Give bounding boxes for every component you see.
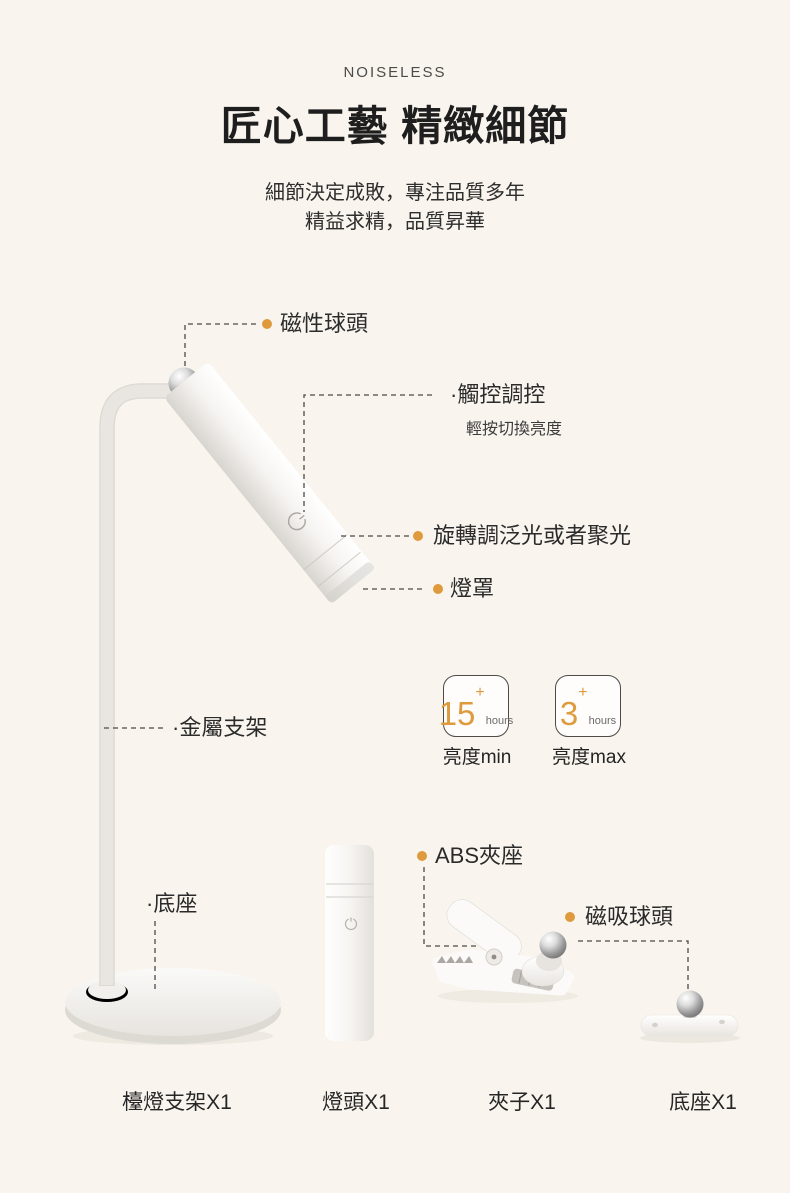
annotation-bracket: ·金屬支架 [172, 717, 267, 739]
plate-hole-left [652, 1022, 658, 1028]
annotation-base: ·底座 [146, 893, 197, 915]
page-title: 匠心工藝 精緻細節 [220, 103, 570, 149]
clip-product [432, 899, 578, 1003]
pole-boss-top [88, 981, 126, 999]
part-caption-clip: 夾子X1 [488, 1091, 556, 1114]
tube-seam-2 [318, 551, 361, 587]
clip-chrome-ball [539, 931, 567, 959]
lamp-head [166, 364, 374, 603]
line-touch [303, 394, 432, 512]
badge-hours-max: 3 + hours [555, 675, 621, 737]
bullet-dot-icon [565, 912, 575, 922]
base-top [65, 968, 281, 1036]
annotation-rotate-label: 旋轉調泛光或者聚光 [433, 523, 632, 548]
annotation-magnet-ball: 磁吸球頭 [565, 906, 673, 928]
annotation-bracket-label: ·金屬支架 [172, 715, 268, 740]
plate-hole-right [719, 1019, 725, 1025]
annotation-ball-head: 磁性球頭 [262, 313, 368, 335]
annotation-shade: 燈罩 [433, 578, 494, 600]
bullet-dot-icon [433, 584, 443, 594]
clip-pivot-screw [491, 954, 497, 960]
badge-max-plus: + [578, 684, 588, 701]
tube-seam-1 [303, 534, 348, 571]
badge-min-plus: + [475, 684, 485, 701]
lamp-head-body [325, 845, 374, 1041]
lamp-head-power-icon [344, 917, 358, 931]
part-caption-base: 底座X1 [669, 1091, 737, 1114]
bullet-dot-icon [262, 319, 272, 329]
annotation-clip-seat-label: ABS夾座 [435, 843, 524, 868]
annotation-touch: ·觸控調控 [450, 384, 545, 406]
annotation-magnet-ball-label: 磁吸球頭 [585, 904, 674, 929]
badge-max-caption: 亮度max [552, 747, 626, 768]
lamp-tube [166, 364, 374, 602]
lamp-head-product [325, 845, 374, 1041]
subtitle-line1: 細節決定成敗，專注品質多年 [265, 182, 525, 204]
badge-hours-min: 15 + hours [439, 675, 513, 737]
annotation-touch-sub: 輕按切換亮度 [466, 415, 562, 439]
badge-max-value: 3 [559, 694, 579, 732]
annotation-ball-head-label: 磁性球頭 [280, 311, 369, 336]
annotation-touch-sub-label: 輕按切換亮度 [466, 421, 563, 438]
line-ball-head [184, 323, 256, 366]
pole [100, 384, 180, 985]
annotation-lines [104, 323, 689, 989]
tube-endcap [326, 562, 374, 603]
line-magnet-ball [578, 940, 689, 989]
bullet-dot-icon [417, 851, 427, 861]
part-caption-stand: 檯燈支架X1 [122, 1091, 232, 1114]
lamp-stand [65, 383, 281, 1045]
magnetic-base-product [640, 990, 740, 1043]
badge-min-value: 15 [438, 694, 476, 732]
annotation-touch-label: ·觸控調控 [450, 382, 546, 407]
part-caption-lamp-head: 燈頭X1 [322, 1091, 390, 1114]
annotation-rotate: 旋轉調泛光或者聚光 [413, 525, 631, 547]
power-touch-icon [287, 512, 306, 531]
badge-min-unit: hours [485, 715, 514, 727]
bullet-dot-icon [413, 531, 423, 541]
eyebrow-text: NOISELESS [343, 64, 447, 81]
annotation-clip-seat: ABS夾座 [417, 845, 523, 867]
badge-max-unit: hours [588, 715, 617, 727]
annotation-base-label: ·底座 [146, 891, 198, 916]
badge-min-caption: 亮度min [442, 747, 512, 768]
subtitle-line2: 精益求精，品質昇華 [305, 211, 485, 233]
clip-teeth [437, 956, 473, 963]
base-chrome-ball [676, 990, 704, 1018]
annotation-shade-label: 燈罩 [450, 576, 495, 601]
